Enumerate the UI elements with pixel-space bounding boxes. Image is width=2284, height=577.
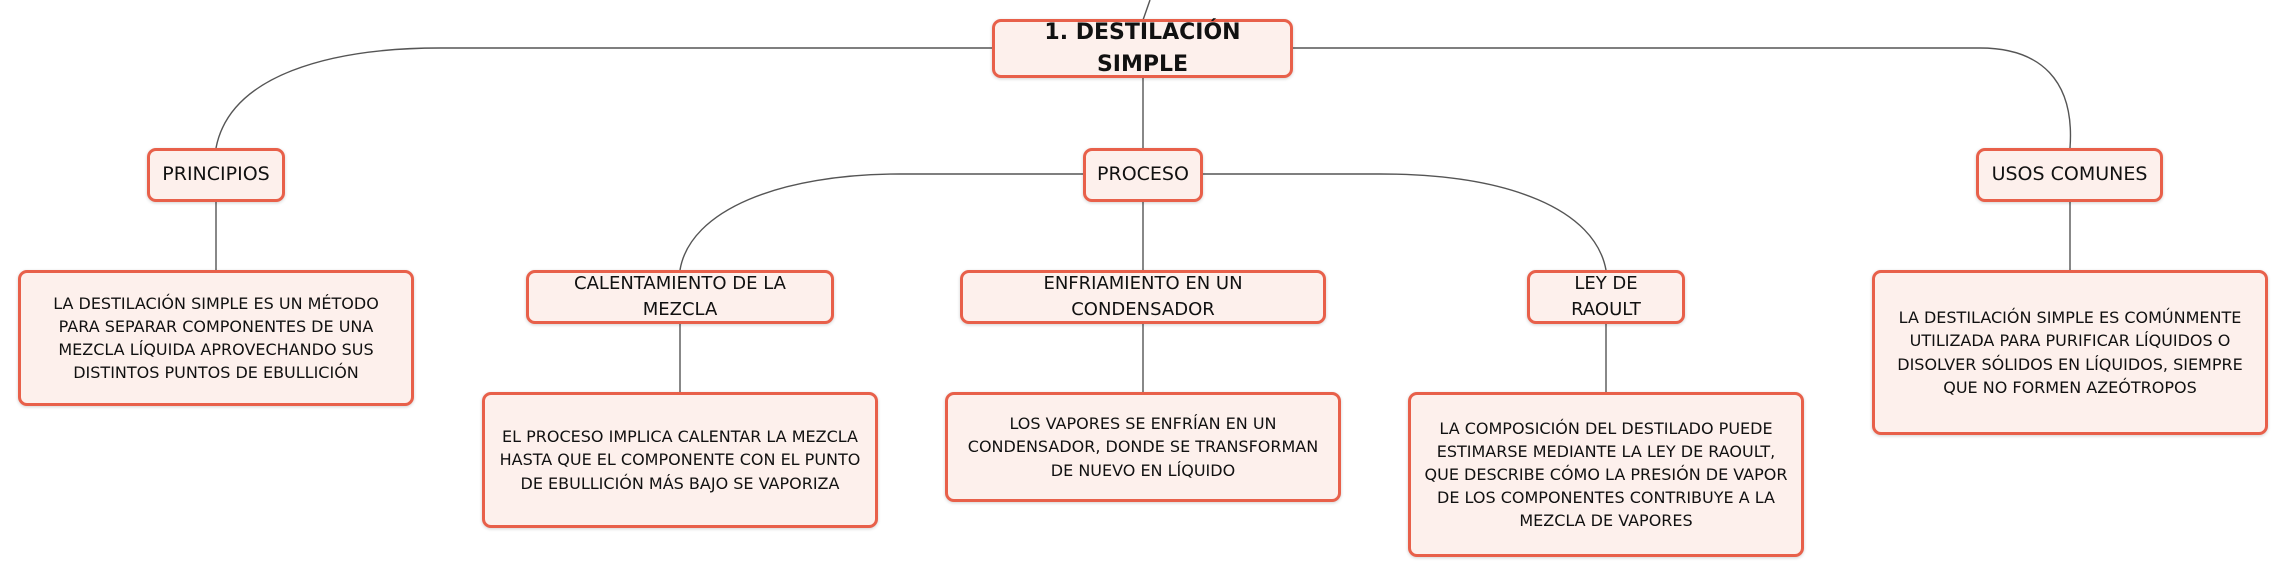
node-proceso[interactable]: PROCESO [1083,148,1203,202]
desc-raoult[interactable]: LA COMPOSICIÓN DEL DESTILADO PUEDE ESTIM… [1408,392,1804,557]
desc-enfriamiento[interactable]: LOS VAPORES SE ENFRÍAN EN UN CONDENSADOR… [945,392,1341,502]
node-proceso-label: PROCESO [1097,163,1189,186]
desc-calentamiento[interactable]: EL PROCESO IMPLICA CALENTAR LA MEZCLA HA… [482,392,878,528]
connector-root-parent [1142,0,1151,21]
desc-usos[interactable]: LA DESTILACIÓN SIMPLE ES COMÚNMENTE UTIL… [1872,270,2268,435]
node-principios-label: PRINCIPIOS [162,163,270,186]
desc-enfriamiento-text: LOS VAPORES SE ENFRÍAN EN UN CONDENSADOR… [967,414,1319,480]
root-title: 1. DESTILACIÓN SIMPLE [1044,19,1241,77]
node-calentamiento-label: CALENTAMIENTO DE LA MEZCLA [574,272,786,320]
desc-principios[interactable]: LA DESTILACIÓN SIMPLE ES UN MÉTODO PARA … [18,270,414,406]
desc-calentamiento-text: EL PROCESO IMPLICA CALENTAR LA MEZCLA HA… [499,427,861,493]
connector-root-usos [1293,47,2072,149]
node-principios[interactable]: PRINCIPIOS [147,148,285,202]
node-raoult[interactable]: LEY DE RAOULT [1527,270,1685,324]
connector-proceso-raoult [1203,173,1607,271]
node-enfriamiento-label: ENFRIAMIENTO EN UN CONDENSADOR [1043,272,1243,320]
desc-raoult-text: LA COMPOSICIÓN DEL DESTILADO PUEDE ESTIM… [1424,418,1788,531]
desc-usos-text: LA DESTILACIÓN SIMPLE ES COMÚNMENTE UTIL… [1897,308,2243,397]
connector-root-principios [215,47,992,149]
node-calentamiento[interactable]: CALENTAMIENTO DE LA MEZCLA [526,270,834,324]
connector-proceso-calentamiento [679,173,1083,271]
node-usos-comunes[interactable]: USOS COMUNES [1976,148,2163,202]
desc-principios-text: LA DESTILACIÓN SIMPLE ES UN MÉTODO PARA … [53,293,379,383]
node-usos-label: USOS COMUNES [1991,163,2148,186]
node-raoult-label: LEY DE RAOULT [1571,272,1641,320]
node-enfriamiento[interactable]: ENFRIAMIENTO EN UN CONDENSADOR [960,270,1326,324]
root-node[interactable]: 1. DESTILACIÓN SIMPLE [992,19,1293,78]
